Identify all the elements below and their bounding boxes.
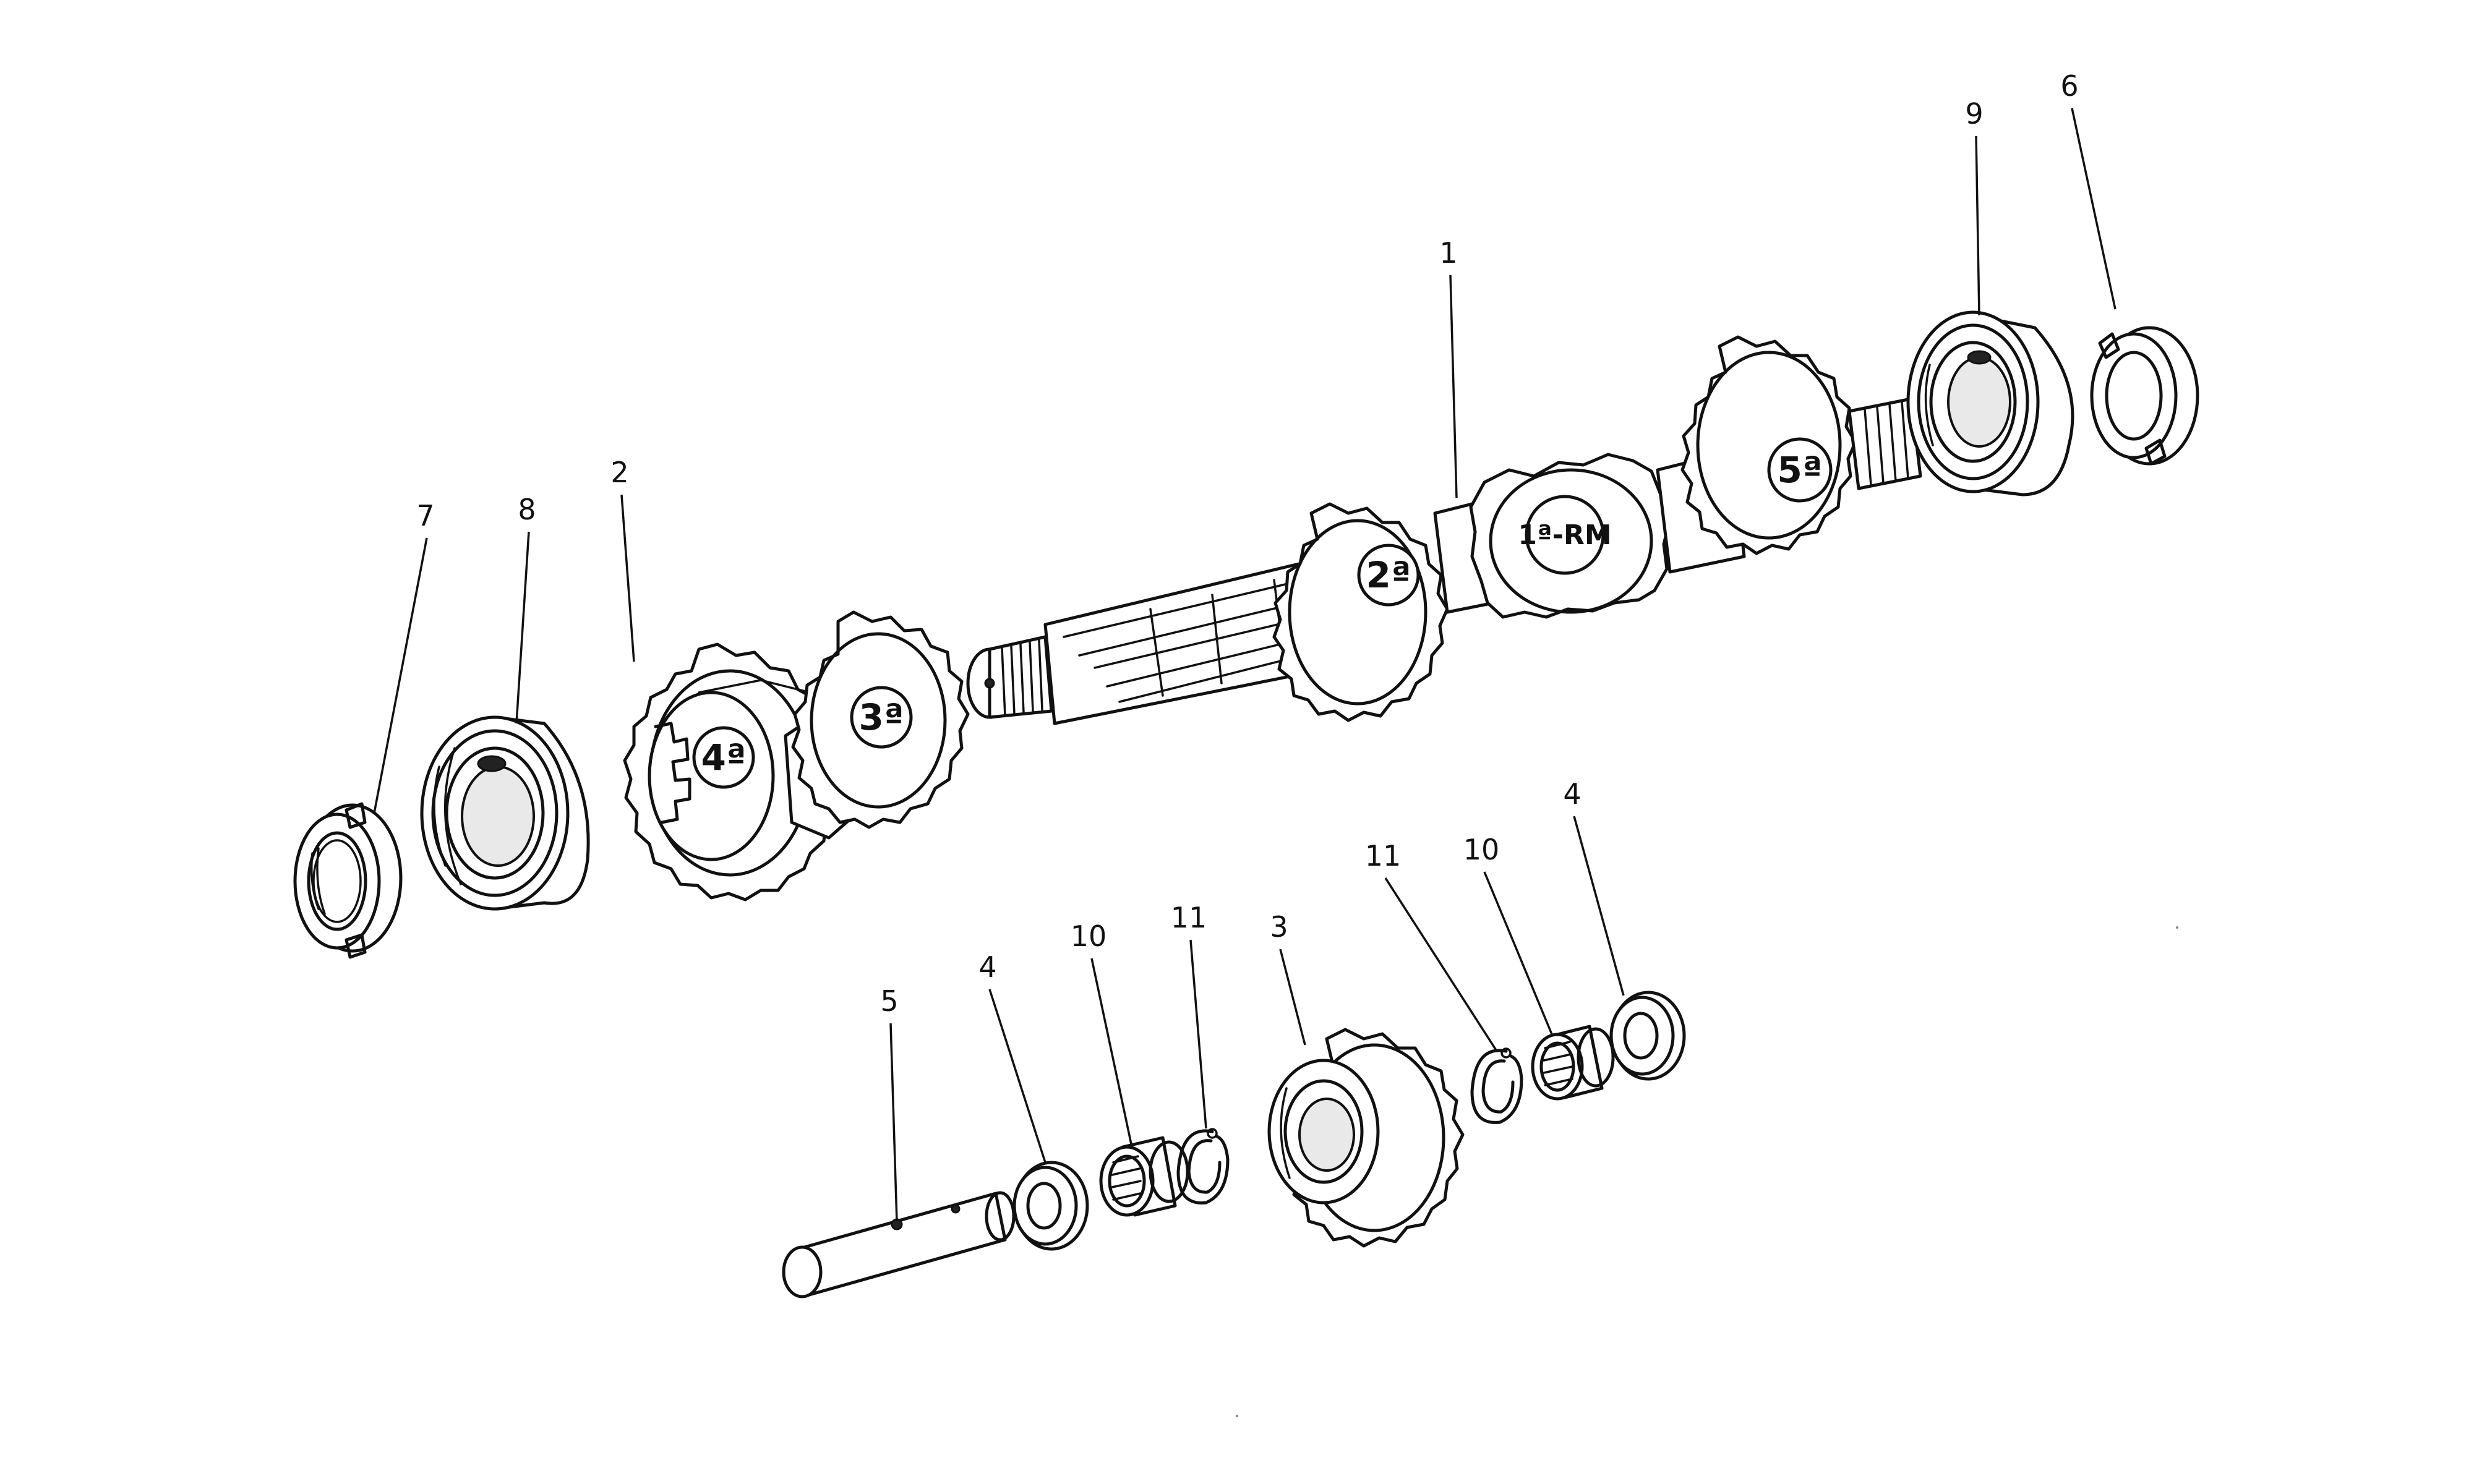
gear-4th-label: 4ª	[701, 736, 746, 778]
main-shaft: 2ª 1ª-RM 5ª	[966, 335, 1922, 725]
gear-5th-mark	[1767, 437, 1833, 503]
needle-bearing-left	[1099, 1136, 1189, 1217]
callout-8: 8	[518, 493, 536, 526]
circlip-left	[1176, 1128, 1230, 1205]
callout-5: 5	[880, 984, 898, 1018]
callout-3: 3	[1270, 910, 1288, 944]
gear-2nd-mark	[1357, 544, 1420, 607]
reverse-idler-gear	[1267, 1028, 1465, 1248]
scan-speck	[2176, 926, 2178, 929]
gear-3rd-label: 3ª	[858, 696, 904, 738]
callout-10-left: 10	[1071, 919, 1107, 953]
callout-4-right: 4	[1563, 777, 1581, 811]
ring-nut-left	[293, 802, 403, 959]
gear-2nd-label: 2ª	[1366, 554, 1411, 596]
needle-bearing-right	[1531, 1025, 1615, 1101]
circlip-right	[1470, 1047, 1523, 1124]
callout-4-left: 4	[978, 950, 996, 984]
ball-bearing-right	[1906, 310, 2074, 497]
idler-pin	[782, 1191, 1016, 1298]
callout-10-right: 10	[1463, 833, 1500, 866]
callout-11-right: 11	[1365, 839, 1402, 872]
gear-3rd: 3ª	[784, 610, 970, 840]
gear-4th: 4ª	[623, 642, 840, 902]
thrust-washer-left	[1012, 1161, 1089, 1251]
gear-1st-reverse-mark	[1525, 495, 1605, 575]
thrust-washer-right	[1609, 991, 1686, 1081]
gear-4th-mark	[692, 726, 755, 789]
leader-lines	[373, 108, 2117, 1222]
gear-1st-reverse-label: 1ª-RM	[1518, 519, 1611, 551]
callout-11-left: 11	[1171, 901, 1207, 934]
callout-9: 9	[1965, 97, 1983, 130]
ball-bearing-left	[420, 715, 590, 911]
callout-labels: 1 2 3 4 4 5 6 7 8 9 10 10 11 11	[416, 69, 2078, 1018]
callout-2: 2	[610, 456, 628, 489]
ring-nut-right	[2090, 326, 2199, 466]
callout-1: 1	[1439, 236, 1457, 270]
callout-7: 7	[416, 499, 434, 532]
gear-5th-label: 5ª	[1777, 449, 1822, 491]
callout-6: 6	[2060, 69, 2078, 103]
scan-speck	[1236, 1415, 1238, 1417]
gear-3rd-mark	[850, 686, 913, 749]
